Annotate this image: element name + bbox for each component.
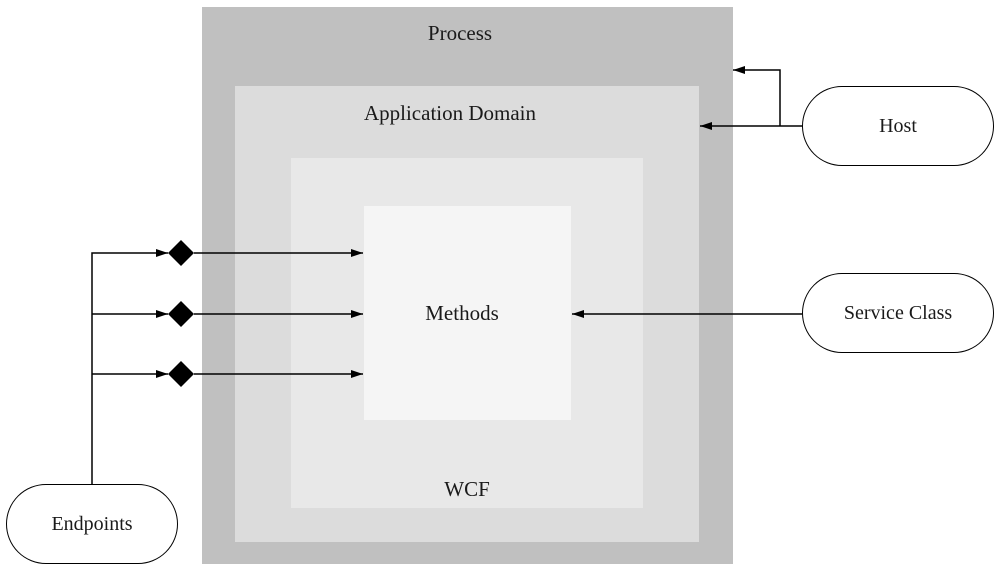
host-label: Host [879,114,917,137]
methods-container [364,206,571,420]
methods-label: Methods [425,301,499,325]
service-class-label: Service Class [843,301,953,324]
endpoint-diamond-icon [168,301,194,327]
wcf-label: WCF [444,477,490,501]
service-class-node: Service Class [802,273,994,353]
endpoints-node: Endpoints [6,484,178,564]
host-node: Host [802,86,994,166]
process-label: Process [427,21,493,45]
application-domain-label: Application Domain [363,101,537,125]
endpoint-diamond-icon [168,361,194,387]
endpoints-trunk [91,249,168,484]
endpoint-diamond-icon [168,240,194,266]
endpoints-label: Endpoints [51,512,133,535]
